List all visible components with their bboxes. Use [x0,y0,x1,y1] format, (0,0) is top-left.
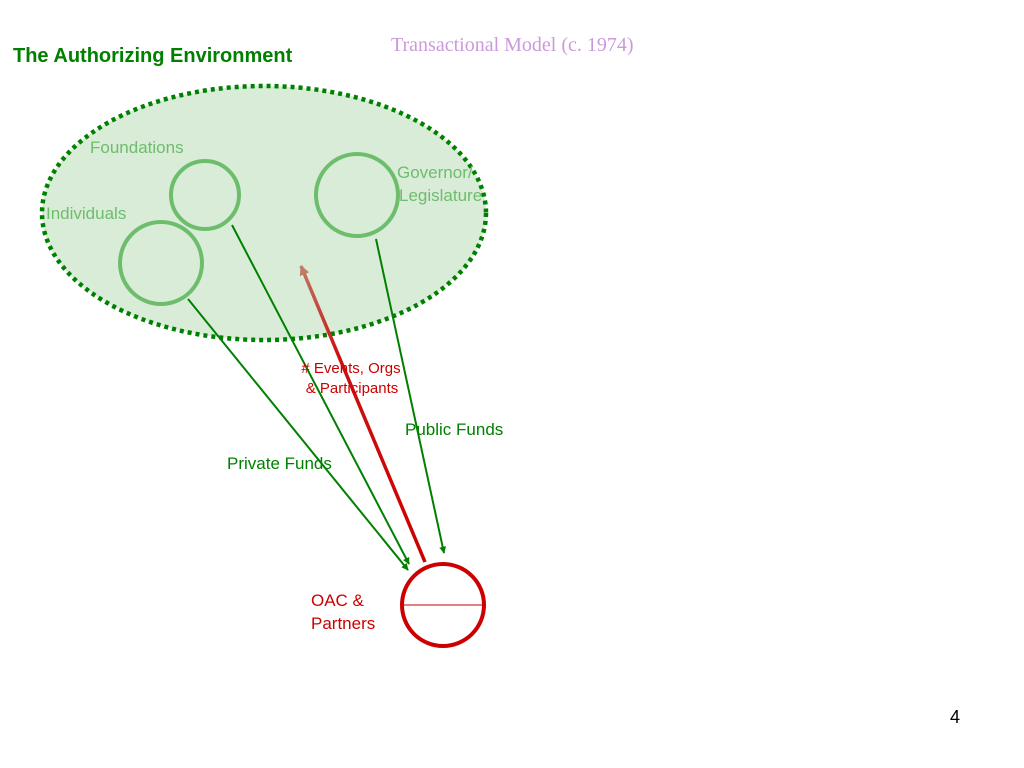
foundations-label: Foundations [90,138,184,157]
governor-label-line1: Governor/ [397,163,473,182]
oac-label-line2: Partners [311,614,375,633]
oac-label-line1: OAC & [311,591,365,610]
governor-label-line2: Legislature [399,186,482,205]
page-title: The Authorizing Environment [13,45,293,67]
events-label-line2: & Participants [306,380,399,397]
foundations-circle [169,159,241,231]
private-funds-arrow-individuals [187,298,409,571]
private-funds-arrow-foundations [231,224,410,565]
private-funds-label: Private Funds [227,454,332,473]
page-number: 4 [950,707,961,727]
events-orgs-participants-arrow [299,265,427,563]
slide-subtitle: Transactional Model (c. 1974) [391,34,634,56]
oac-partners-circle [400,562,486,648]
individuals-label: Individuals [46,204,126,223]
governor-legislature-circle [314,152,400,238]
individuals-circle [118,220,204,306]
public-funds-arrow [375,238,447,554]
public-funds-label: Public Funds [405,420,503,439]
authorizing-environment-boundary [39,83,489,343]
events-label-line1: # Events, Orgs [301,360,400,377]
